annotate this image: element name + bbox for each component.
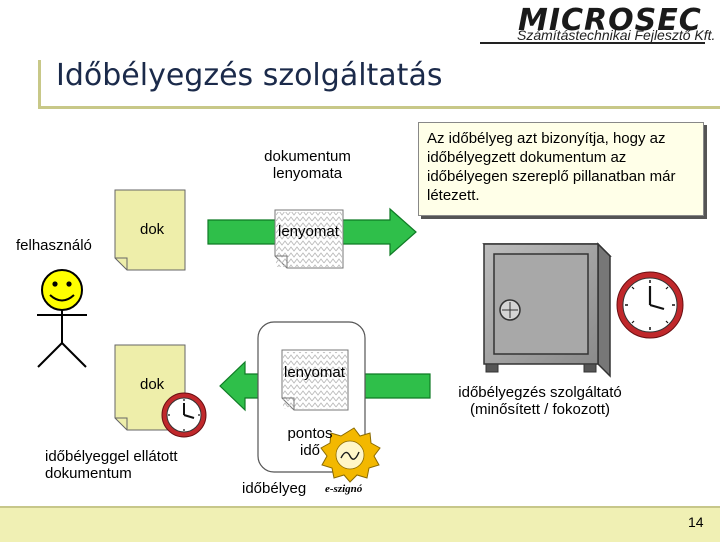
page-number: 14 [688,514,704,530]
document-top-label: dok [140,221,164,238]
footer-bar [0,506,720,542]
user-label: felhasználó [16,237,92,254]
hash-top-label: lenyomat [278,223,339,240]
explanation-note: Az időbélyeg azt bizonyítja, hogy az idő… [418,122,704,216]
esign-logo: e-szignó [325,483,362,495]
document-bottom-label: dok [140,376,164,393]
timestamp-label: időbélyeg [242,480,306,497]
tsa-label: időbélyegzés szolgáltató (minősített / f… [440,384,640,418]
clock-icon [617,272,683,338]
exact-time-label: pontos idő [282,425,338,459]
hash-caption: dokumentum lenyomata [250,148,365,182]
stamped-document-label: időbélyeggel ellátott dokumentum [45,448,215,482]
user-figure [37,270,87,367]
small-clock-icon [162,393,206,437]
hash-bottom-label: lenyomat [284,364,345,381]
safe-icon [484,244,610,376]
